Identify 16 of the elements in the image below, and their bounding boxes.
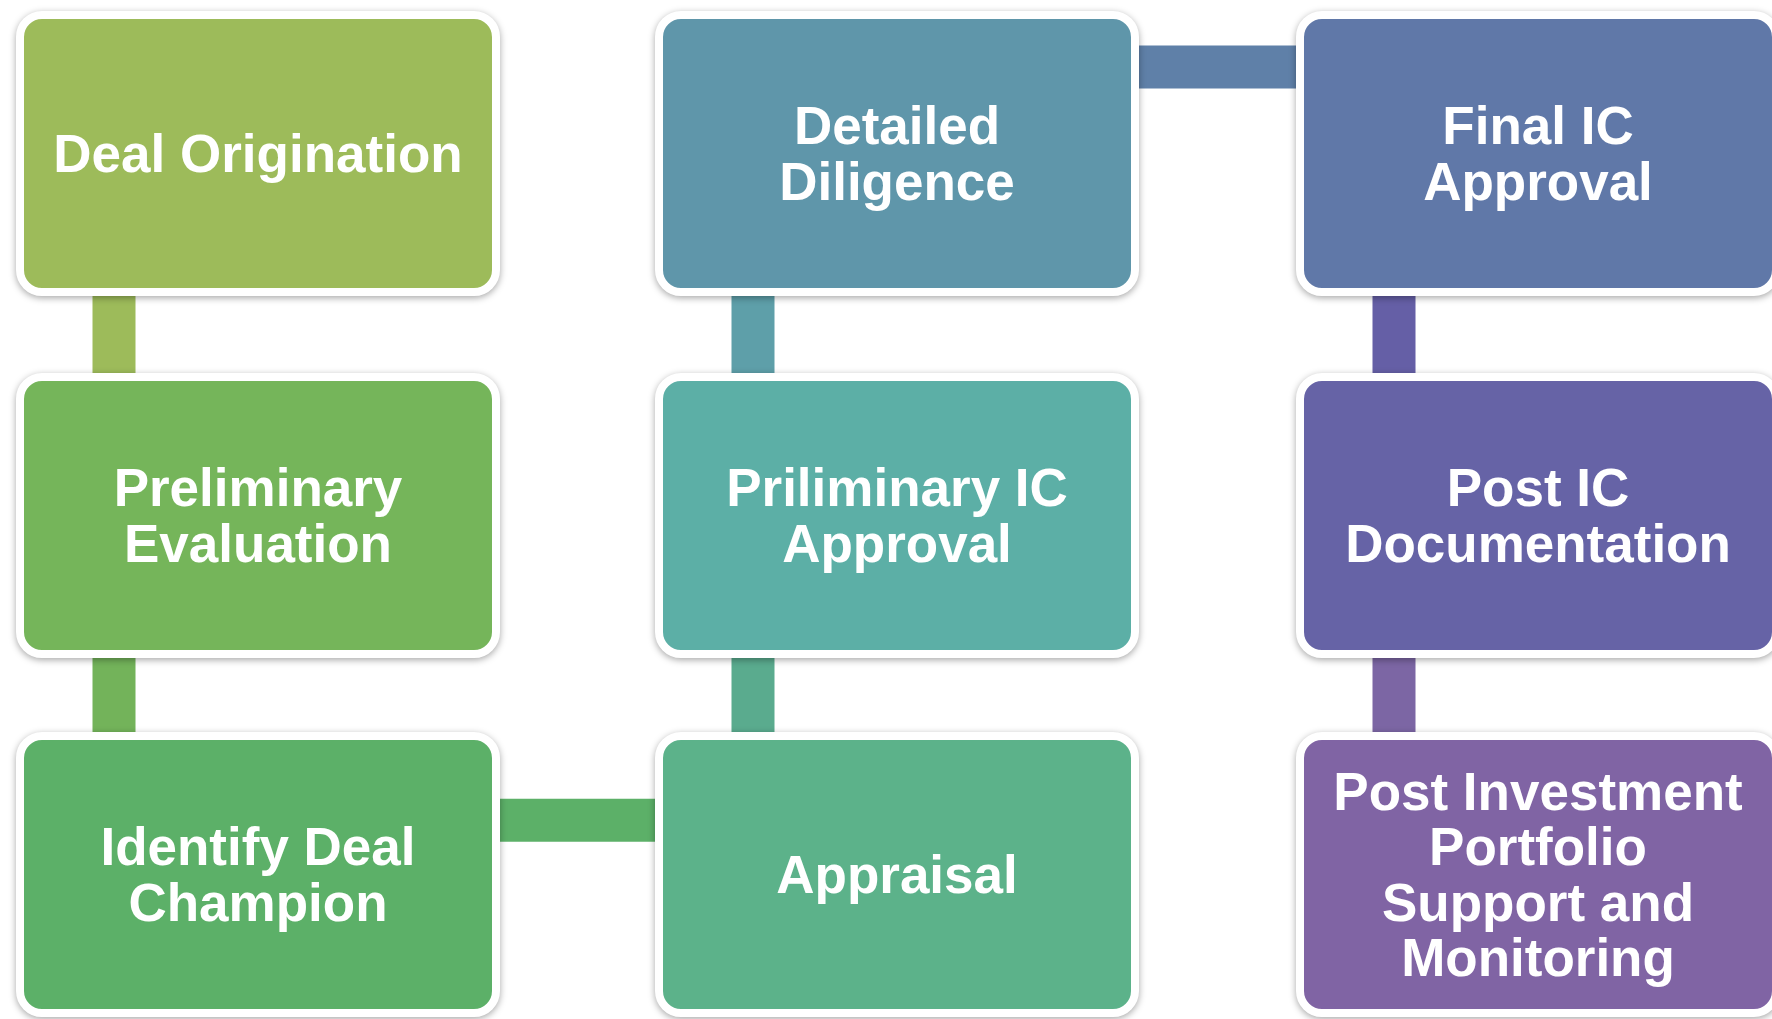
step-label: Post Investment Portfolio Support and Monitoring xyxy=(1332,764,1744,985)
step-label: Post IC Documentation xyxy=(1344,460,1732,571)
step-label: Final IC Approval xyxy=(1422,98,1654,209)
step-label: Appraisal xyxy=(776,846,1018,903)
step-label: Identify Deal Champion xyxy=(99,819,417,930)
connector-bar xyxy=(1139,45,1296,89)
connector-bar xyxy=(1372,658,1416,732)
connector-bar xyxy=(500,798,655,842)
connector-bar xyxy=(92,296,136,373)
step-label: Priliminary IC Approval xyxy=(725,460,1069,571)
connector-bar xyxy=(731,658,775,732)
step-label: Detailed Diligence xyxy=(778,98,1016,209)
step-label: Deal Origination xyxy=(53,125,463,182)
step-label: Preliminary Evaluation xyxy=(112,460,404,571)
connector-bar xyxy=(731,296,775,373)
connector-bar xyxy=(92,658,136,732)
